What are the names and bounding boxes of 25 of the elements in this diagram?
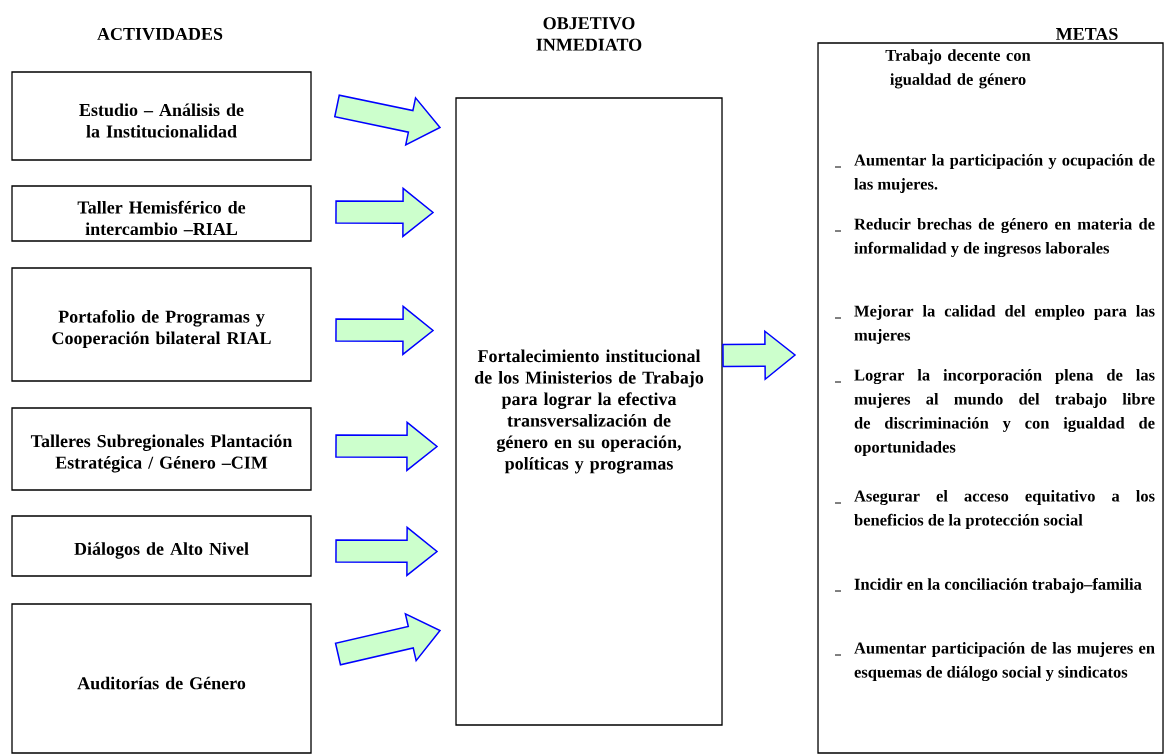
activity-box: Auditorías de Género <box>11 603 312 754</box>
activity-box: Taller Hemisférico de intercambio –RIAL <box>11 185 312 242</box>
block-arrow <box>722 329 797 381</box>
column-heading: METAS <box>1056 27 1118 41</box>
activity-box: Portafolio de Programas y Cooperación bilateral RIAL <box>11 267 312 382</box>
goal-text: Reducir brechas de género en materia de informalidad y de ingresos laborales <box>854 218 1155 258</box>
block-arrow <box>334 612 442 666</box>
activity-box: Diálogos de Alto Nivel <box>11 515 312 577</box>
goal-text: Asegurar el acceso equitativo a los beneficios de la protección social <box>854 490 1155 529</box>
block-arrow <box>335 304 435 356</box>
goals-heading: Trabajo decente con igualdad de género <box>885 49 1031 89</box>
column-heading: OBJETIVO INMEDIATO <box>536 17 642 51</box>
goal-text: Aumentar participación de las mujeres en esquemas de diálogo social y sindicatos <box>854 642 1155 682</box>
goal-text: Mejorar la calidad del empleo para las mujeres <box>854 305 1155 344</box>
goal-text: Aumentar la participación y ocupación de las mujeres. <box>854 154 1155 193</box>
block-arrow <box>335 525 439 577</box>
goal-text: Lograr la incorporación plena de las mujeres al mundo del trabajo libre de discriminación y con igualdad de oportunidades <box>854 369 1155 456</box>
block-arrow <box>333 94 442 147</box>
goal-text: Incidir en la conciliación trabajo–familia <box>854 578 1142 594</box>
block-arrow <box>335 420 439 472</box>
column-heading: ACTIVIDADES <box>97 27 223 41</box>
objective-box: Fortalecimiento institucional de los Ministerios de Trabajo para lograr la efectiva transversalización de género en su operación, políticas y programas <box>455 97 723 726</box>
activity-box: Estudio – Análisis de la Institucionalidad <box>11 71 312 161</box>
block-arrow <box>335 186 435 238</box>
activity-box: Talleres Subregionales Plantación Estratégica / Género –CIM <box>11 407 312 491</box>
